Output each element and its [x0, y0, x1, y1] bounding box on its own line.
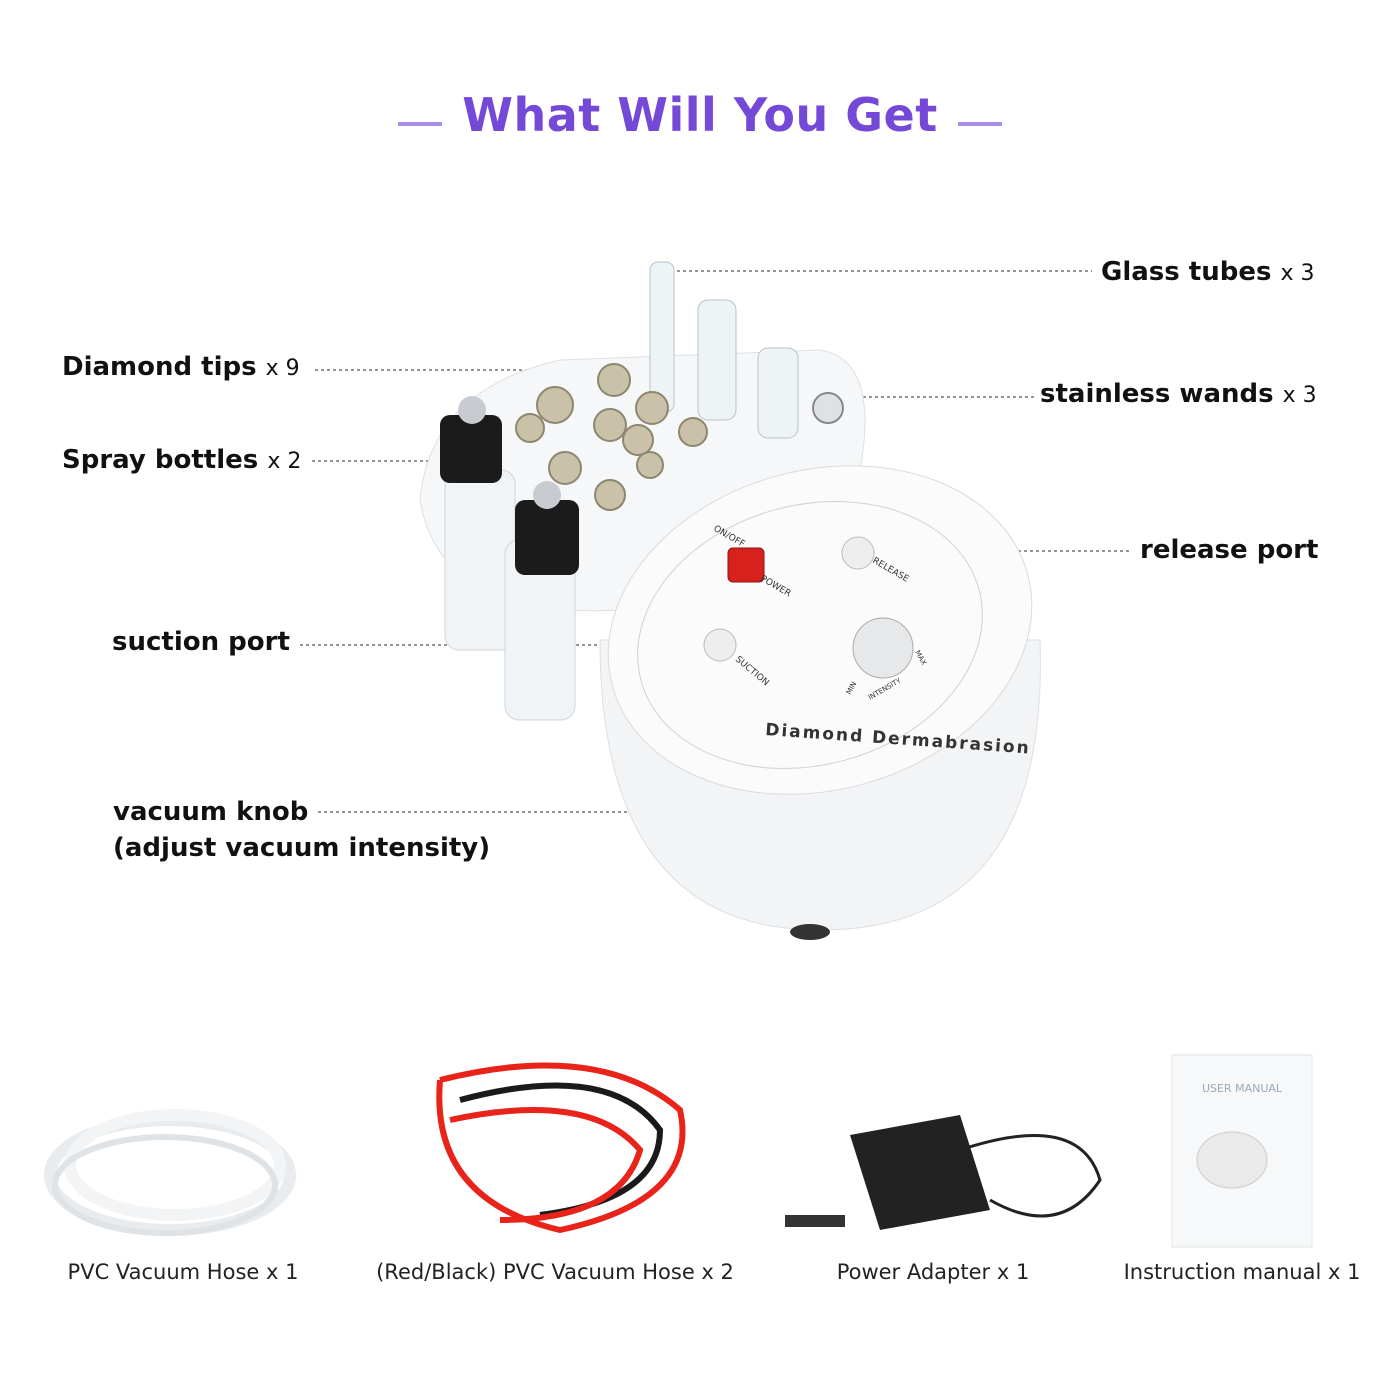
diamond-tips	[515, 363, 708, 511]
title-dash-left	[398, 122, 442, 126]
stainless-wand	[812, 392, 844, 424]
power-adapter-image	[785, 1115, 1102, 1230]
glass-tube	[697, 299, 737, 421]
callout-diamond-tips: Diamond tips x 9	[62, 352, 300, 382]
device-body: ON/OFF POWER RELEASE SUCTION MIN MAX INT…	[599, 465, 1041, 940]
spray-bottles	[440, 396, 579, 721]
manual-cover-title: USER MANUAL	[1202, 1082, 1283, 1095]
page-title: What Will You Get	[462, 88, 938, 142]
caption-red-black-hose: (Red/Black) PVC Vacuum Hose x 2	[376, 1260, 734, 1284]
suction-port	[703, 628, 737, 662]
instruction-manual-image: USER MANUAL	[1171, 1054, 1313, 1248]
pvc-hose-image	[44, 1109, 296, 1236]
callout-stainless-wands: stainless wands x 3	[1040, 379, 1317, 409]
glass-tube	[649, 261, 675, 413]
red-black-hose-image	[436, 1062, 686, 1234]
power-button	[727, 547, 765, 583]
glass-tube	[757, 347, 799, 439]
vacuum-knob	[852, 617, 914, 679]
callout-spray-bottles: Spray bottles x 2	[62, 445, 302, 475]
caption-power-adapter: Power Adapter x 1	[836, 1260, 1030, 1284]
callout-release-port: release port	[1140, 535, 1319, 565]
device-tray	[419, 261, 866, 721]
vacuum-knob-note: (adjust vacuum intensity)	[113, 833, 491, 863]
release-port	[841, 536, 875, 570]
caption-instruction-manual: Instruction manual x 1	[1123, 1260, 1361, 1284]
callout-glass-tubes: Glass tubes x 3	[1101, 257, 1315, 287]
callout-vacuum-knob: vacuum knob	[113, 797, 309, 827]
title-dash-right	[958, 122, 1002, 126]
caption-pvc-hose: PVC Vacuum Hose x 1	[67, 1260, 299, 1284]
callout-suction-port: suction port	[112, 627, 290, 657]
